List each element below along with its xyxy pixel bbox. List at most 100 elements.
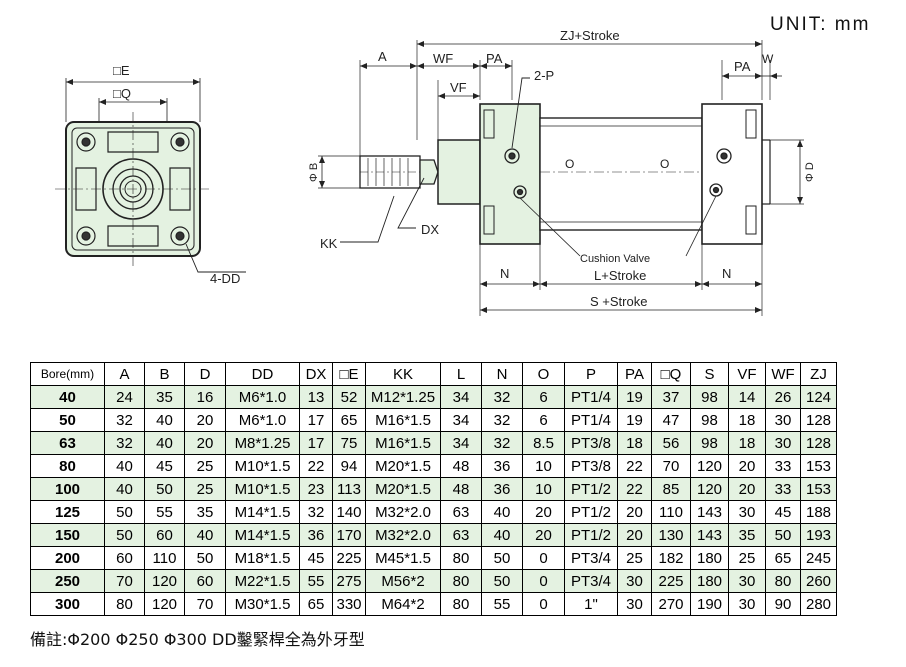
col-header-dd: DD	[225, 362, 300, 386]
bore-cell: 250	[30, 569, 105, 593]
table-cell: M22*1.5	[225, 569, 300, 593]
table-cell: 20	[617, 500, 652, 524]
table-cell: 19	[617, 408, 652, 432]
table-cell: 124	[800, 385, 837, 409]
table-cell: 40	[144, 431, 185, 455]
table-cell: 65	[765, 546, 801, 570]
bore-cell: 50	[30, 408, 105, 432]
table-cell: 37	[651, 385, 691, 409]
table-cell: 193	[800, 523, 837, 547]
table-cell: M45*1.5	[365, 546, 441, 570]
col-header-zj: ZJ	[800, 362, 837, 386]
col-header-o: O	[522, 362, 565, 386]
table-cell: 24	[104, 385, 145, 409]
label-o-front: O	[565, 157, 574, 171]
label-q: □Q	[113, 86, 131, 101]
bore-cell: 100	[30, 477, 105, 501]
table-cell: 48	[440, 454, 482, 478]
table-cell: 40	[144, 408, 185, 432]
table-cell: 90	[765, 592, 801, 616]
table-cell: 153	[800, 454, 837, 478]
table-cell: 20	[522, 500, 565, 524]
table-cell: 130	[651, 523, 691, 547]
table-header-row: Bore(mm) A B D DD DX □E KK L N O P PA □Q…	[30, 362, 837, 386]
table-cell: 70	[184, 592, 226, 616]
table-cell: 55	[481, 592, 523, 616]
dim-s: S +Stroke	[590, 294, 647, 309]
table-cell: 225	[332, 546, 366, 570]
table-cell: M16*1.5	[365, 408, 441, 432]
table-cell: 98	[690, 408, 729, 432]
table-cell: 143	[690, 523, 729, 547]
table-cell: 20	[184, 408, 226, 432]
bore-cell: 40	[30, 385, 105, 409]
table-cell: 35	[728, 523, 766, 547]
table-cell: 60	[144, 523, 185, 547]
col-header-kk: KK	[365, 362, 441, 386]
table-cell: M20*1.5	[365, 454, 441, 478]
table-cell: 98	[690, 385, 729, 409]
footnote: 備註:Φ200 Φ250 Φ300 DD鑿緊桿全為外牙型	[30, 630, 365, 649]
table-cell: 128	[800, 408, 837, 432]
col-header-q: □Q	[651, 362, 691, 386]
table-cell: PT1/2	[564, 523, 618, 547]
table-cell: M18*1.5	[225, 546, 300, 570]
table-cell: 19	[617, 385, 652, 409]
col-header-a: A	[104, 362, 145, 386]
table-cell: 50	[144, 477, 185, 501]
dim-pa-rear: PA	[734, 59, 751, 74]
table-cell: M10*1.5	[225, 454, 300, 478]
table-cell: 70	[104, 569, 145, 593]
table-cell: 20	[184, 431, 226, 455]
table-cell: 20	[522, 523, 565, 547]
label-b: Φ B	[308, 163, 320, 182]
table-cell: 70	[651, 454, 691, 478]
label-e: □E	[113, 63, 130, 78]
table-cell: 110	[651, 500, 691, 524]
table-cell: 35	[144, 385, 185, 409]
table-cell: 50	[481, 569, 523, 593]
table-cell: 120	[144, 569, 185, 593]
label-dx: DX	[421, 222, 439, 237]
table-cell: 36	[299, 523, 333, 547]
table-cell: 32	[481, 408, 523, 432]
bore-cell: 63	[30, 431, 105, 455]
bore-cell: 80	[30, 454, 105, 478]
front-view	[55, 78, 246, 273]
table-cell: 80	[440, 592, 482, 616]
table-cell: 65	[332, 408, 366, 432]
table-cell: 40	[104, 477, 145, 501]
table-cell: M8*1.25	[225, 431, 300, 455]
label-2p: 2-P	[534, 68, 554, 83]
table-cell: 0	[522, 546, 565, 570]
table-cell: 280	[800, 592, 837, 616]
spec-table: Bore(mm) A B D DD DX □E KK L N O P PA □Q…	[30, 362, 837, 616]
table-cell: M56*2	[365, 569, 441, 593]
table-cell: 50	[481, 546, 523, 570]
table-cell: 25	[728, 546, 766, 570]
table-cell: 80	[765, 569, 801, 593]
table-cell: 20	[617, 523, 652, 547]
table-cell: 30	[765, 408, 801, 432]
table-cell: 0	[522, 569, 565, 593]
table-cell: 36	[481, 477, 523, 501]
table-cell: 52	[332, 385, 366, 409]
table-cell: M16*1.5	[365, 431, 441, 455]
label-o-rear: O	[660, 157, 669, 171]
table-cell: 94	[332, 454, 366, 478]
table-cell: 60	[184, 569, 226, 593]
table-cell: 25	[184, 454, 226, 478]
table-cell: 50	[104, 523, 145, 547]
table-cell: 23	[299, 477, 333, 501]
dim-n-front: N	[500, 266, 509, 281]
table-cell: 32	[299, 500, 333, 524]
table-cell: 20	[728, 477, 766, 501]
table-cell: 180	[690, 569, 729, 593]
col-header-vf: VF	[728, 362, 766, 386]
dim-w: W	[762, 52, 774, 66]
